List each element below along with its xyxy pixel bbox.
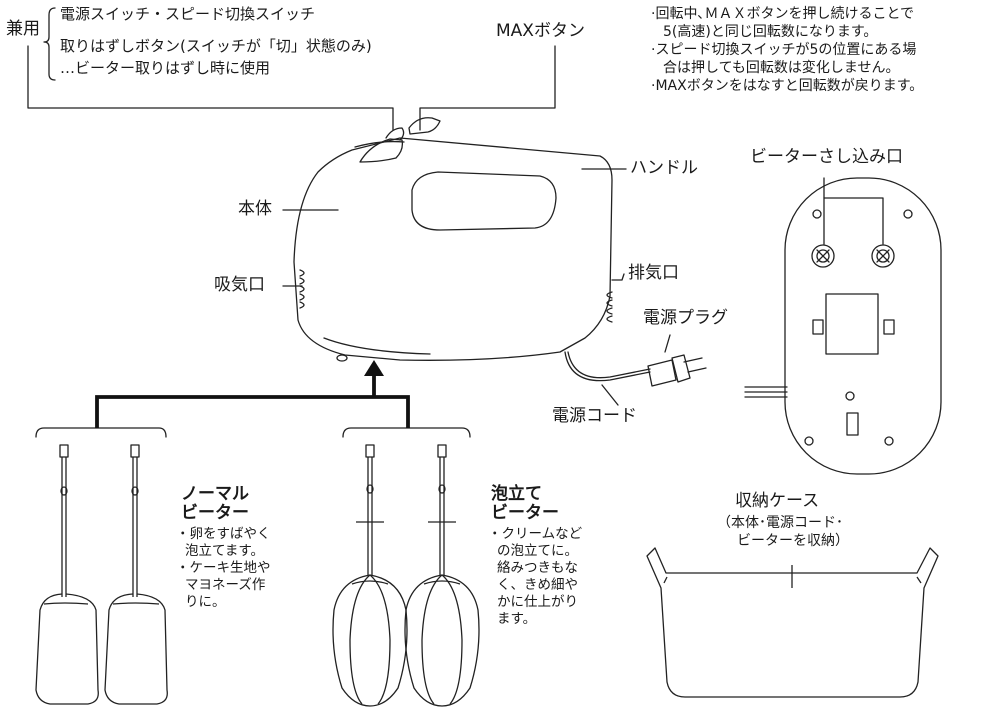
max-note-line-4: 合は押しても回転数は変化しません。 <box>663 60 900 76</box>
storage-case-title: 収納ケース <box>735 491 820 511</box>
release-button-note: …ビーター取りはずし時に使用 <box>60 59 271 77</box>
max-note-line-5: ·MAXボタンをはなすと回転数が戻ります。 <box>651 78 924 94</box>
storage-case <box>646 547 939 698</box>
dual-use-bracket-label: 兼用 <box>6 19 40 39</box>
body-label: 本体 <box>238 199 272 219</box>
whisk-beater-title-1: 泡立て <box>491 484 542 504</box>
storage-case-sub-1: （本体･電源コード･ <box>717 515 843 531</box>
mixer-body <box>293 117 613 362</box>
max-button-leader-line <box>419 45 556 131</box>
whisk-beater-desc-2: の泡立てに。 <box>497 543 578 559</box>
beater-attach-connector <box>95 375 410 428</box>
power-cord-label: 電源コード <box>552 406 637 426</box>
whisk-beater-right <box>404 444 480 707</box>
normal-beater-desc-5: りに。 <box>185 594 226 610</box>
mixer-bottom-view <box>744 177 942 475</box>
max-note-line-1: ·回転中､ＭＡＸボタンを押し続けることで <box>651 6 915 22</box>
switch-knob <box>359 138 404 163</box>
whisk-beater-title-2: ビーター <box>491 503 559 523</box>
beater-socket-right <box>871 244 895 268</box>
whisk-beater-desc-6: ます。 <box>497 611 537 627</box>
max-button <box>408 117 441 135</box>
release-button-label: 取りはずしボタン(スイッチが「切」状態のみ) <box>60 37 372 55</box>
power-plug-label: 電源プラグ <box>643 308 728 328</box>
switch-group-bracket <box>43 7 56 81</box>
normal-beater-right <box>104 444 168 705</box>
power-cord <box>564 351 651 382</box>
max-note-line-3: ·スピード切換スイッチが5の位置にある場 <box>651 42 917 58</box>
normal-beater-title-1: ノーマル <box>181 484 249 504</box>
max-note-line-2: 5(高速)と同じ回転数になります。 <box>663 24 878 40</box>
beater-socket-left <box>811 244 835 268</box>
normal-beater-desc-2: 泡立てます。 <box>185 543 264 559</box>
whisk-beater-desc-3: 絡みつきもな <box>497 560 578 576</box>
max-button-label: MAXボタン <box>496 21 585 41</box>
handle-label: ハンドル <box>630 158 698 178</box>
normal-beater-desc-3: ・ケーキ生地や <box>176 560 271 576</box>
normal-beater-title-2: ビーター <box>181 503 249 523</box>
whisk-beater-left <box>332 444 408 707</box>
normal-beater-desc-4: マヨネーズ作 <box>185 577 266 593</box>
storage-case-sub-2: ビーターを収納） <box>737 533 849 549</box>
intake-vent-slits <box>299 269 305 309</box>
whisk-beater-desc-4: く、きめ細や <box>497 577 578 593</box>
whisk-beater-desc-1: ・クリームなど <box>488 526 583 542</box>
connector-arrowhead <box>364 360 384 376</box>
beater-slot-label: ビーターさし込み口 <box>750 147 903 167</box>
whisk-beater-desc-5: かに仕上がり <box>497 594 578 610</box>
intake-label: 吸気口 <box>214 275 265 295</box>
exhaust-label: 排気口 <box>628 263 679 283</box>
switch-leader-line <box>27 45 394 131</box>
handle-grip-opening <box>411 171 557 231</box>
power-plug <box>647 354 707 387</box>
exhaust-vent-slits <box>606 291 613 323</box>
normal-beater-left <box>35 444 99 705</box>
power-speed-switch-label: 電源スイッチ・スピード切換スイッチ <box>60 5 316 23</box>
normal-beater-desc-1: ・卵をすばやく <box>176 526 271 542</box>
